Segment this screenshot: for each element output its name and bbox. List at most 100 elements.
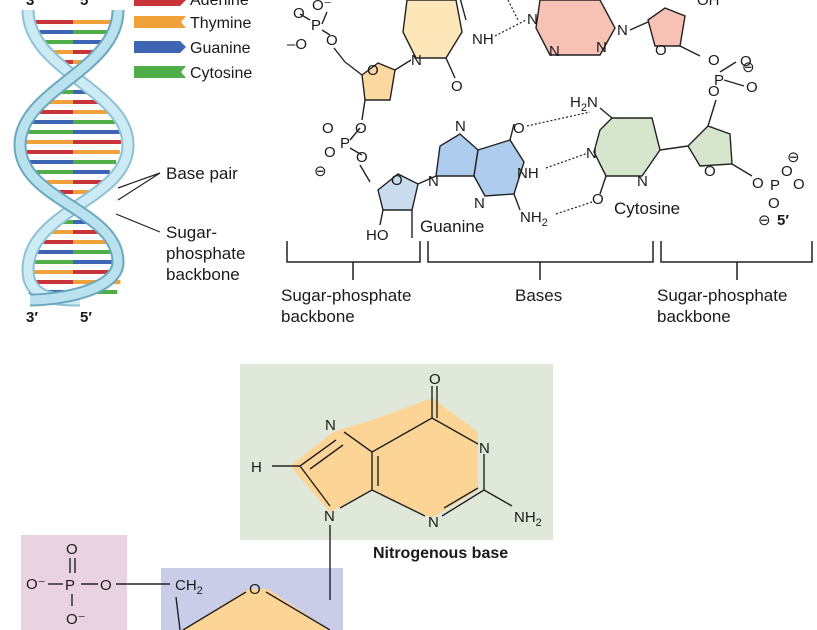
adenine-n-bottom-right: N — [596, 39, 607, 56]
legend-cytosine-label: Cytosine — [190, 65, 252, 82]
h-bond-3 — [555, 201, 593, 215]
phosphate-o-right: O — [100, 577, 112, 594]
guanine-o: O — [513, 120, 525, 137]
bracket-left — [286, 241, 421, 280]
legend-item-guanine: Guanine — [134, 40, 251, 57]
phosphate-bottom-o4: O — [768, 195, 780, 212]
h-bond-2 — [545, 152, 589, 169]
legend-guanine-label: Guanine — [190, 40, 251, 57]
cytosine-n: N — [586, 145, 597, 162]
guanine-nh: NH — [517, 165, 539, 182]
adenine-ring — [535, 0, 616, 56]
phosphate-bottom-o: O — [752, 175, 764, 192]
sugar-blue-ho: HO — [366, 227, 389, 244]
sugar-green — [687, 125, 733, 167]
phosphate-right-minus: ⊖ — [742, 59, 755, 76]
phosphate-left-p: P — [340, 135, 350, 152]
sugar-orange-o: O — [367, 62, 379, 79]
sugar-green-o: O — [704, 163, 716, 180]
phosphate-box — [21, 535, 127, 630]
bracket-middle-label: Bases — [515, 286, 562, 305]
cytosine-h2n: H2N — [570, 94, 598, 114]
nucleotide: O N N H N N NH2 Nitrogenous base O CH2 O… — [21, 364, 553, 630]
phosphate-left-o: O — [322, 120, 334, 137]
nuc-n-ring: N — [324, 508, 335, 525]
nuc-h: H — [251, 459, 262, 476]
phosphate-o-bottom: O⁻ — [66, 611, 86, 628]
nuc-n-right: N — [479, 440, 490, 457]
adenine-n-ring: N — [617, 22, 628, 39]
sugar-right-o: O — [655, 42, 667, 59]
phosphate-right-o3: O — [746, 79, 758, 96]
phosphate-left-o2: O — [324, 144, 336, 161]
bracket-middle — [427, 241, 654, 280]
adenine-swatch-icon — [134, 0, 186, 6]
phosphate-bottom-minus-2: ⊖ — [758, 212, 771, 229]
phosphate-bottom-minus: ⊖ — [787, 149, 800, 166]
helix-backbone-label-3: backbone — [166, 265, 240, 284]
legend-item-adenine: Adenine — [134, 0, 249, 9]
bracket-right-label-2: backbone — [657, 307, 731, 326]
helix-backbone-label-2: phosphate — [166, 244, 245, 263]
guanine-n-top: N — [455, 118, 466, 135]
phosphate-p: P — [65, 577, 75, 594]
adenine-n-bottom: N — [549, 43, 560, 60]
sugar-right-oh: OH — [697, 0, 720, 9]
guanine-ring-five — [435, 133, 479, 177]
phosphate-right-o2: O — [740, 53, 752, 70]
sugar-blue-o: O — [391, 172, 403, 189]
base-pair-label: Base pair — [166, 164, 238, 183]
thymine-swatch-icon — [134, 16, 186, 28]
phosphate-o-top-left: O — [293, 5, 305, 22]
h-bond-1 — [526, 111, 591, 127]
cytosine-o: O — [592, 191, 604, 208]
phosphate-o-left: O⁻ — [26, 576, 46, 593]
sugar-ring — [183, 589, 330, 630]
sugar-orange-right — [647, 7, 686, 47]
nuc-o-top: O — [429, 371, 441, 388]
phosphate-right-p: P — [714, 72, 724, 89]
phosphate-left-o3: O — [356, 149, 368, 166]
sugar-orange-o-link: O — [355, 120, 367, 137]
sugar-orange — [361, 62, 396, 101]
base-ring-fill — [290, 398, 478, 518]
cytosine-n-ring: N — [637, 173, 648, 190]
legend-item-thymine: Thymine — [134, 15, 251, 32]
cytosine-swatch-icon — [134, 66, 186, 78]
nuc-nh2: NH2 — [514, 509, 542, 529]
phosphate-o-minus-2: –O — [287, 36, 307, 53]
helix-top-left-end: 3 — [26, 0, 34, 9]
guanine-swatch-icon — [134, 41, 186, 53]
base-pair-pointer-2 — [117, 172, 161, 201]
helix-bottom-right-end: 5′ — [80, 309, 92, 326]
legend-item-cytosine: Cytosine — [134, 65, 252, 82]
thymine-n: N — [411, 52, 422, 69]
phosphate-o-minus: O⁻ — [312, 0, 332, 14]
phosphate-bottom-o3: O — [793, 176, 805, 193]
legend-thymine-label: Thymine — [190, 15, 251, 32]
double-helix: 3 5 3′ 5′ Adenine Thymine Guanine — [13, 0, 252, 326]
helix-backbone-label-1: Sugar- — [166, 223, 217, 242]
five-prime-label: 5′ — [777, 212, 789, 229]
adenine-n-left: N — [527, 11, 538, 28]
bracket-right — [660, 241, 813, 280]
backbone-pointer — [115, 213, 161, 233]
helix-strand-front-fill — [15, 9, 123, 305]
sugar-ch2: CH2 — [175, 577, 203, 597]
phosphate-o-top: O — [66, 541, 78, 558]
guanine-n-left: N — [428, 173, 439, 190]
base-pair-pointer — [117, 172, 161, 189]
guanine-label: Guanine — [420, 217, 484, 236]
bracket-left-label-2: backbone — [281, 307, 355, 326]
phosphate-p-top: P — [311, 17, 321, 34]
phosphate-bottom-p: P — [770, 177, 780, 194]
phosphate-left-minus: ⊖ — [314, 163, 327, 180]
nitrogenous-base-label: Nitrogenous base — [373, 545, 508, 562]
helix-bottom-left-end: 3′ — [26, 309, 38, 326]
guanine-nh2: NH2 — [520, 209, 548, 229]
sugar-blue — [377, 173, 419, 211]
bracket-right-label-1: Sugar-phosphate — [657, 286, 787, 305]
guanine-n-bottom: N — [474, 195, 485, 212]
helix-base-pairs — [25, 20, 121, 294]
